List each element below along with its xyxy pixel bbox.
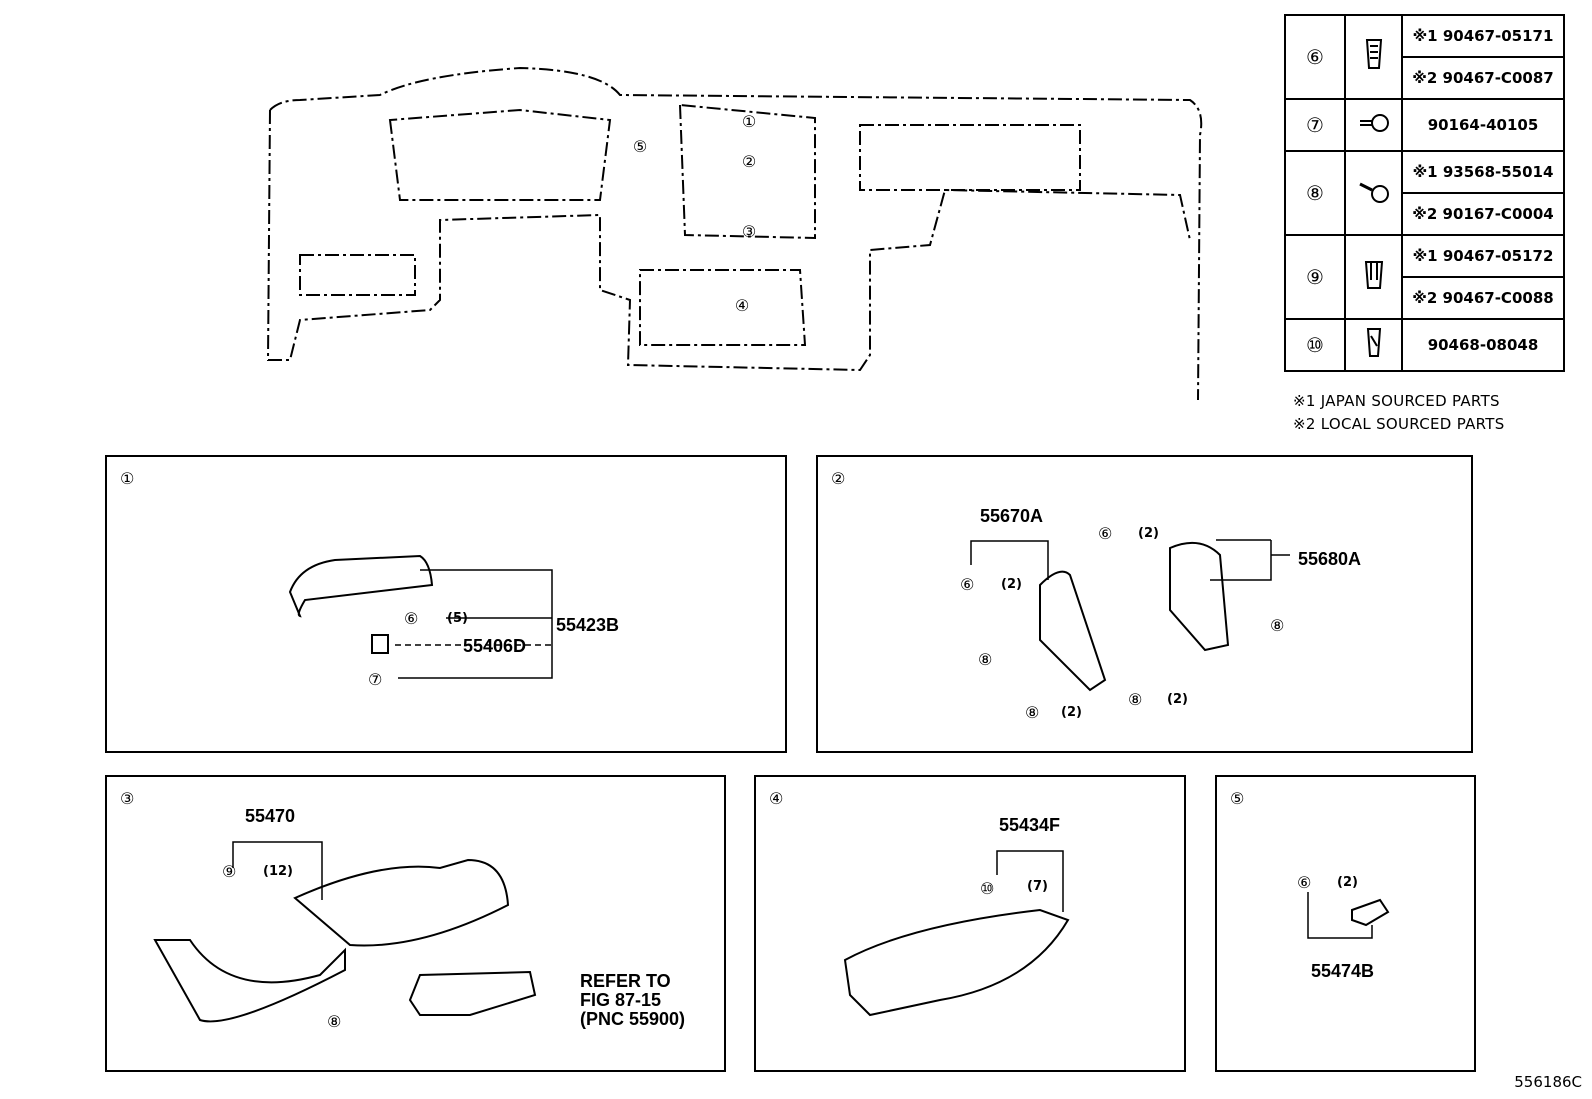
row-7-pn: 90164-40105 [1401, 98, 1565, 152]
trim-strip-part [153, 939, 346, 1023]
note-japan: ※1 JAPAN SOURCED PARTS [1293, 392, 1500, 410]
qty-6: (5) [447, 611, 468, 626]
part-55434F: 55434F [999, 815, 1060, 835]
dash-cover-part [288, 554, 434, 618]
panel-4-frame [754, 775, 1186, 1072]
row-9-pn-1: ※1 90467-05172 [1401, 234, 1565, 278]
panel-3-frame [105, 775, 726, 1072]
overview-label-1: ① [742, 112, 756, 131]
qty-8b: (2) [1061, 705, 1082, 720]
screw-icon [1344, 150, 1403, 236]
panel-5-frame [1215, 775, 1476, 1072]
clip-icon [1344, 14, 1403, 100]
row-7-num: ⑦ [1284, 98, 1346, 152]
clip-part [371, 634, 389, 654]
callout-6: ⑥ [404, 609, 418, 628]
ref-code: 556186C [1514, 1073, 1582, 1091]
callout-6: ⑥ [1297, 873, 1311, 892]
callout-8c: ⑧ [1128, 690, 1142, 709]
callout-8d: ⑧ [1270, 616, 1284, 635]
row-6-num: ⑥ [1284, 14, 1346, 100]
dashboard-lower [639, 269, 807, 346]
row-9-pn-2: ※2 90467-C0088 [1401, 276, 1565, 320]
vent-right-part [1169, 541, 1230, 652]
row-8-pn-2: ※2 90167-C0004 [1401, 192, 1565, 236]
panel-1-tag: ① [120, 469, 134, 488]
fastener-table: ⑥ ※1 90467-05171 ※2 90467-C0087 ⑦ 90164-… [1284, 14, 1565, 372]
callout-6b: ⑥ [1098, 524, 1112, 543]
dashboard-cluster [388, 108, 612, 201]
lower-panel-part [843, 908, 1070, 1017]
qty-6a: (2) [1001, 577, 1022, 592]
dashboard-outline [266, 66, 1203, 401]
qty-6: (2) [1337, 875, 1358, 890]
control-panel-part [408, 970, 537, 1016]
callout-10: ⑩ [980, 879, 994, 898]
panel-4-tag: ④ [769, 789, 783, 808]
refer-line-1: REFER TO [580, 971, 671, 991]
panel-1-frame [105, 455, 787, 753]
row-10-num: ⑩ [1284, 318, 1346, 372]
vent-left-part [1039, 570, 1107, 692]
panel-3-tag: ③ [120, 789, 134, 808]
qty-9: (12) [263, 864, 293, 879]
overview-label-3: ③ [742, 222, 756, 241]
dashboard-right [859, 124, 1081, 191]
part-55423B: 55423B [556, 615, 619, 635]
qty-6b: (2) [1138, 526, 1159, 541]
dashboard-left-lower [299, 254, 416, 296]
bracket-part [1351, 898, 1390, 927]
refer-line-3: (PNC 55900) [580, 1009, 685, 1029]
callout-9: ⑨ [222, 862, 236, 881]
overview-label-4: ④ [735, 296, 749, 315]
qty-8c: (2) [1167, 692, 1188, 707]
callout-7: ⑦ [368, 670, 382, 689]
part-55406D: 55406D [463, 636, 526, 656]
row-8-pn-1: ※1 93568-55014 [1401, 150, 1565, 194]
clip-icon [1344, 318, 1403, 372]
part-55670A: 55670A [980, 506, 1043, 526]
callout-8: ⑧ [327, 1012, 341, 1031]
panel-5-tag: ⑤ [1230, 789, 1244, 808]
note-local: ※2 LOCAL SOURCED PARTS [1293, 415, 1505, 433]
part-55470: 55470 [245, 806, 295, 826]
center-panel-part [293, 858, 510, 947]
clip-icon [1344, 234, 1403, 320]
dashboard-center [678, 103, 816, 240]
part-55680A: 55680A [1298, 549, 1361, 569]
qty-10: (7) [1027, 879, 1048, 894]
row-8-num: ⑧ [1284, 150, 1346, 236]
callout-8a: ⑧ [978, 650, 992, 669]
screw-icon [1344, 98, 1403, 152]
overview-label-5: ⑤ [633, 137, 647, 156]
part-55474B: 55474B [1311, 961, 1374, 981]
row-6-pn-1: ※1 90467-05171 [1401, 14, 1565, 58]
overview-label-2: ② [742, 152, 756, 171]
callout-6a: ⑥ [960, 575, 974, 594]
panel-2-frame [816, 455, 1473, 753]
row-9-num: ⑨ [1284, 234, 1346, 320]
callout-8b: ⑧ [1025, 703, 1039, 722]
panel-2-tag: ② [831, 469, 845, 488]
row-6-pn-2: ※2 90467-C0087 [1401, 56, 1565, 100]
row-10-pn: 90468-08048 [1401, 318, 1565, 372]
refer-line-2: FIG 87-15 [580, 990, 661, 1010]
